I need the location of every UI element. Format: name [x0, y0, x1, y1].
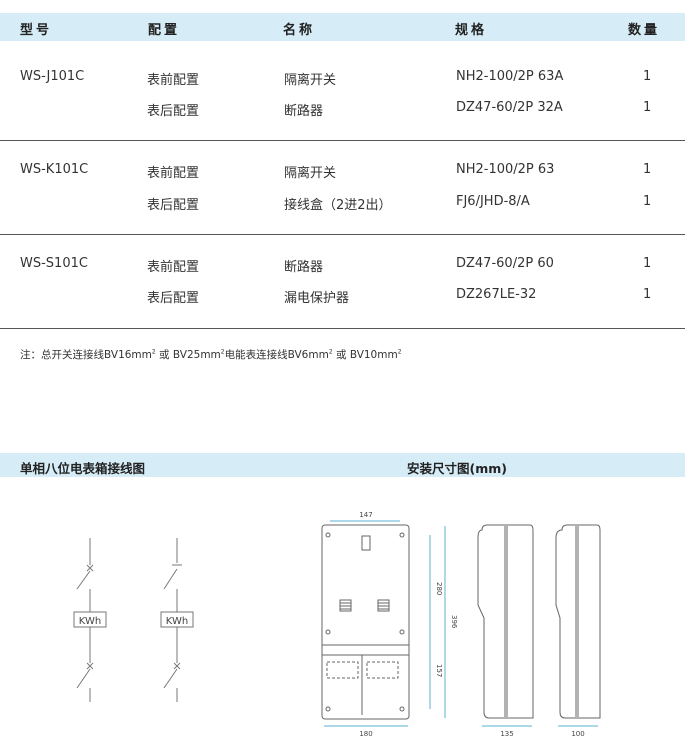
- side-view-left: [477, 524, 534, 719]
- config-cell: 表前配置: [147, 166, 200, 181]
- spec-cell: DZ47-60/2P 60: [456, 256, 554, 271]
- model-cell: WS-J101C: [20, 69, 85, 84]
- meter-label: KWh: [166, 616, 188, 627]
- model-cell: WS-K101C: [20, 162, 89, 177]
- config-cell: 表后配置: [147, 198, 200, 213]
- section-header: 单相八位电表箱接线图 安装尺寸图(mm): [0, 453, 685, 477]
- spec-cell: NH2-100/2P 63A: [456, 69, 564, 84]
- meter-label: KWh: [79, 616, 101, 627]
- name-cell: 断路器: [284, 260, 324, 275]
- dim-label-180: 180: [359, 730, 372, 738]
- diagrams: KWh KWh 147 280 396 157 180 135 100: [73, 511, 601, 738]
- dim-label-width-147: 147: [359, 511, 372, 519]
- header-config: 配置: [148, 23, 181, 38]
- name-cell: 漏电保护器: [284, 291, 350, 306]
- front-view: [321, 524, 410, 720]
- wiring-note: 注：总开关连接线BV16mm2 或 BV25mm2电能表连接线BV6mm2 或 …: [20, 348, 402, 362]
- spec-cell: FJ6/JHD-8/A: [456, 194, 530, 209]
- header-name: 名称: [283, 23, 316, 38]
- name-cell: 隔离开关: [284, 166, 337, 181]
- dim-label-280: 280: [435, 582, 443, 595]
- qty-cell: 1: [643, 256, 652, 271]
- config-cell: 表前配置: [147, 260, 200, 275]
- name-cell: 接线盒（2进2出）: [284, 198, 392, 213]
- dimension-lines: [324, 520, 598, 727]
- row-divider: [0, 234, 685, 235]
- dim-label-135: 135: [500, 730, 513, 738]
- name-cell: 隔离开关: [284, 73, 337, 88]
- dim-label-396: 396: [450, 615, 458, 629]
- config-cell: 表前配置: [147, 73, 200, 88]
- qty-cell: 1: [643, 100, 652, 115]
- qty-cell: 1: [643, 69, 652, 84]
- side-view-right: [555, 524, 601, 719]
- table-header: 型号 配置 名称 规格 数量: [0, 13, 685, 41]
- row-divider: [0, 140, 685, 141]
- spec-cell: DZ267LE-32: [456, 287, 537, 302]
- qty-cell: 1: [643, 194, 652, 209]
- dim-label-100: 100: [571, 730, 584, 738]
- header-spec: 规格: [455, 23, 488, 38]
- config-cell: 表后配置: [147, 291, 200, 306]
- name-cell: 断路器: [284, 104, 324, 119]
- spec-cell: DZ47-60/2P 32A: [456, 100, 563, 115]
- spec-cell: NH2-100/2P 63: [456, 162, 555, 177]
- qty-cell: 1: [643, 162, 652, 177]
- config-cell: 表后配置: [147, 104, 200, 119]
- dimension-diagram-title: 安装尺寸图(mm): [407, 461, 507, 476]
- qty-cell: 1: [643, 287, 652, 302]
- wiring-diagram-title: 单相八位电表箱接线图: [20, 461, 146, 476]
- header-qty: 数量: [628, 23, 661, 38]
- header-model: 型号: [20, 23, 53, 38]
- row-divider: [0, 328, 685, 329]
- model-cell: WS-S101C: [20, 256, 88, 271]
- dim-label-157: 157: [435, 664, 443, 677]
- wiring-diagram: [73, 538, 194, 702]
